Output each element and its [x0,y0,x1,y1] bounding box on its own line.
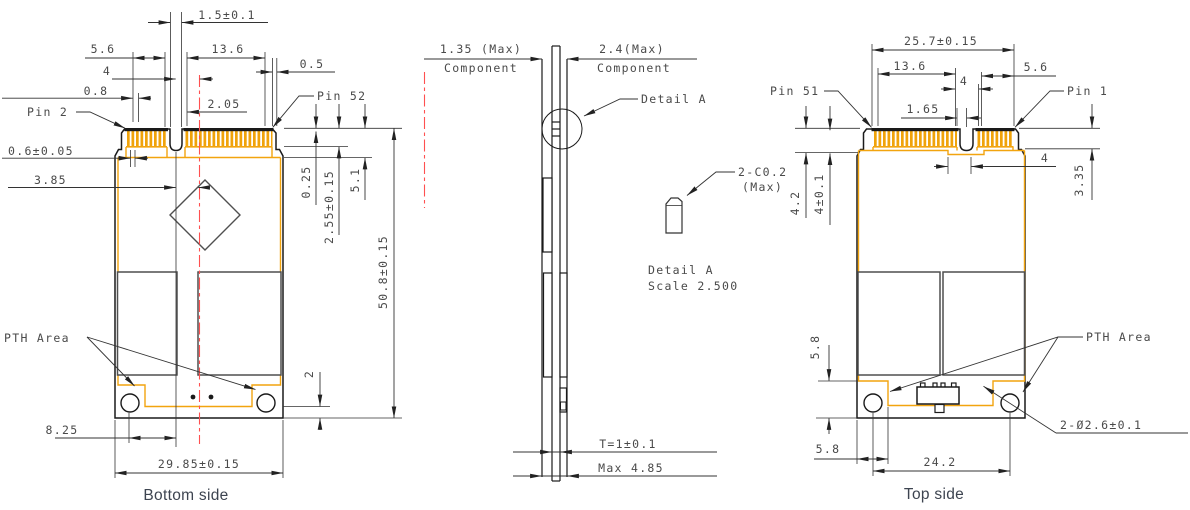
chip-top-right [942,271,1026,376]
pcb-copper-outline-bottom [117,147,282,408]
pin-51-label: Pin 51 [770,84,819,98]
mounting-hole-top-left [863,393,883,413]
mounting-hole-bottom-right [256,393,276,413]
dim-1-65: 1.65 [907,102,940,116]
dim-5-6-top: 5.6 [1024,60,1049,74]
dim-0-6: 0.6±0.05 [8,144,74,158]
detail-a-callout: Detail A [641,92,707,106]
slide-switch [916,382,960,414]
dim-0-5: 0.5 [300,57,325,71]
mounting-hole-bottom-left [120,393,140,413]
component-max-right-l2: Component [597,61,671,75]
fiducial-dot [208,394,214,400]
dim-5-8-horizontal: 5.8 [816,442,841,456]
dim-13-6-top: 13.6 [894,59,927,73]
dimension-lines [114,12,402,478]
chip-bottom-left [116,271,178,376]
component-max-right-l1: 2.4(Max) [599,42,665,56]
dim-5-1: 5.1 [348,168,362,193]
dimension-lines [2,20,397,476]
pth-area-label-bottom: PTH Area [4,331,70,345]
bottom-side-caption: Bottom side [143,487,228,504]
dim-4-mid: 4 [1041,151,1049,165]
side-profile-outline [541,45,568,482]
dim-4-top: 4 [960,74,968,88]
detail-a-caption-l2: Scale 2.500 [648,279,738,293]
dim-2-55: 2.55±0.15 [322,170,336,244]
chip-bottom-right [197,271,282,376]
dim-2: 2 [302,370,316,378]
dimension-lines [795,44,1100,476]
dim-4: 4 [103,64,111,78]
bottom-side-view: 1.5±0.1 5.6 13.6 4 0.8 2.05 0.5 Pin 2 Pi… [2,8,402,504]
detail-a-leader [583,98,638,117]
chamfer-leader [686,171,735,196]
component-max-left-l1: 1.35 (Max) [440,42,522,56]
dim-4-2: 4.2 [788,191,802,216]
dim-mounting-holes: 2-Ø2.6±0.1 [1060,418,1142,432]
gold-fingers-bottom [124,128,274,148]
dim-0-8: 0.8 [84,84,109,98]
dim-8-25: 8.25 [46,423,79,437]
dim-0-25: 0.25 [299,166,313,199]
detail-a-shape [665,197,683,234]
detail-a-circle [541,108,583,150]
dim-50-8: 50.8±0.15 [376,235,390,309]
pth-area-label-top: PTH Area [1086,330,1152,344]
detail-a-caption-l1: Detail A [648,263,714,277]
top-side-view: 25.7±0.15 13.6 4 5.6 1.65 Pin 51 Pin 1 4… [770,34,1188,503]
detail-a-view: 2-C0.2 (Max) Detail A Scale 2.500 [648,165,787,293]
top-side-caption: Top side [904,486,964,503]
chip-top-left [857,271,941,376]
component-max-left-l2: Component [444,61,518,75]
dim-2-05: 2.05 [208,97,241,111]
chamfer-callout-l1: 2-C0.2 [738,165,787,179]
gold-fingers-top [871,128,1015,148]
dim-3-35: 3.35 [1072,164,1086,197]
dim-5-8-vertical: 5.8 [808,335,822,360]
pin-2-label: Pin 2 [27,105,68,119]
dim-5-6: 5.6 [91,42,116,56]
pin-52-label: Pin 52 [317,89,366,103]
dim-max-height: Max 4.85 [598,461,664,475]
dim-24-2: 24.2 [924,455,957,469]
dimension-lines [803,47,1188,474]
chamfer-callout-l2: (Max) [742,180,783,194]
side-profile-components [542,177,568,413]
leader-lines [824,90,1083,434]
pin-1-label: Pin 1 [1067,84,1108,98]
dim-notch-width: 1.5±0.1 [198,8,256,22]
dim-3-85: 3.85 [34,173,67,187]
dim-29-85: 29.85±0.15 [158,457,240,471]
dim-13-6: 13.6 [212,42,245,56]
leader-lines [76,95,314,390]
side-profile-view: 1.35 (Max) Component 2.4(Max) Component … [423,42,717,482]
label-diamond [169,179,241,251]
fiducial-dot [190,394,196,400]
dim-thickness: T=1±0.1 [599,437,657,451]
dim-4-tol: 4±0.1 [812,173,826,214]
dimension-lines [424,56,717,479]
dim-25-7: 25.7±0.15 [904,34,978,48]
